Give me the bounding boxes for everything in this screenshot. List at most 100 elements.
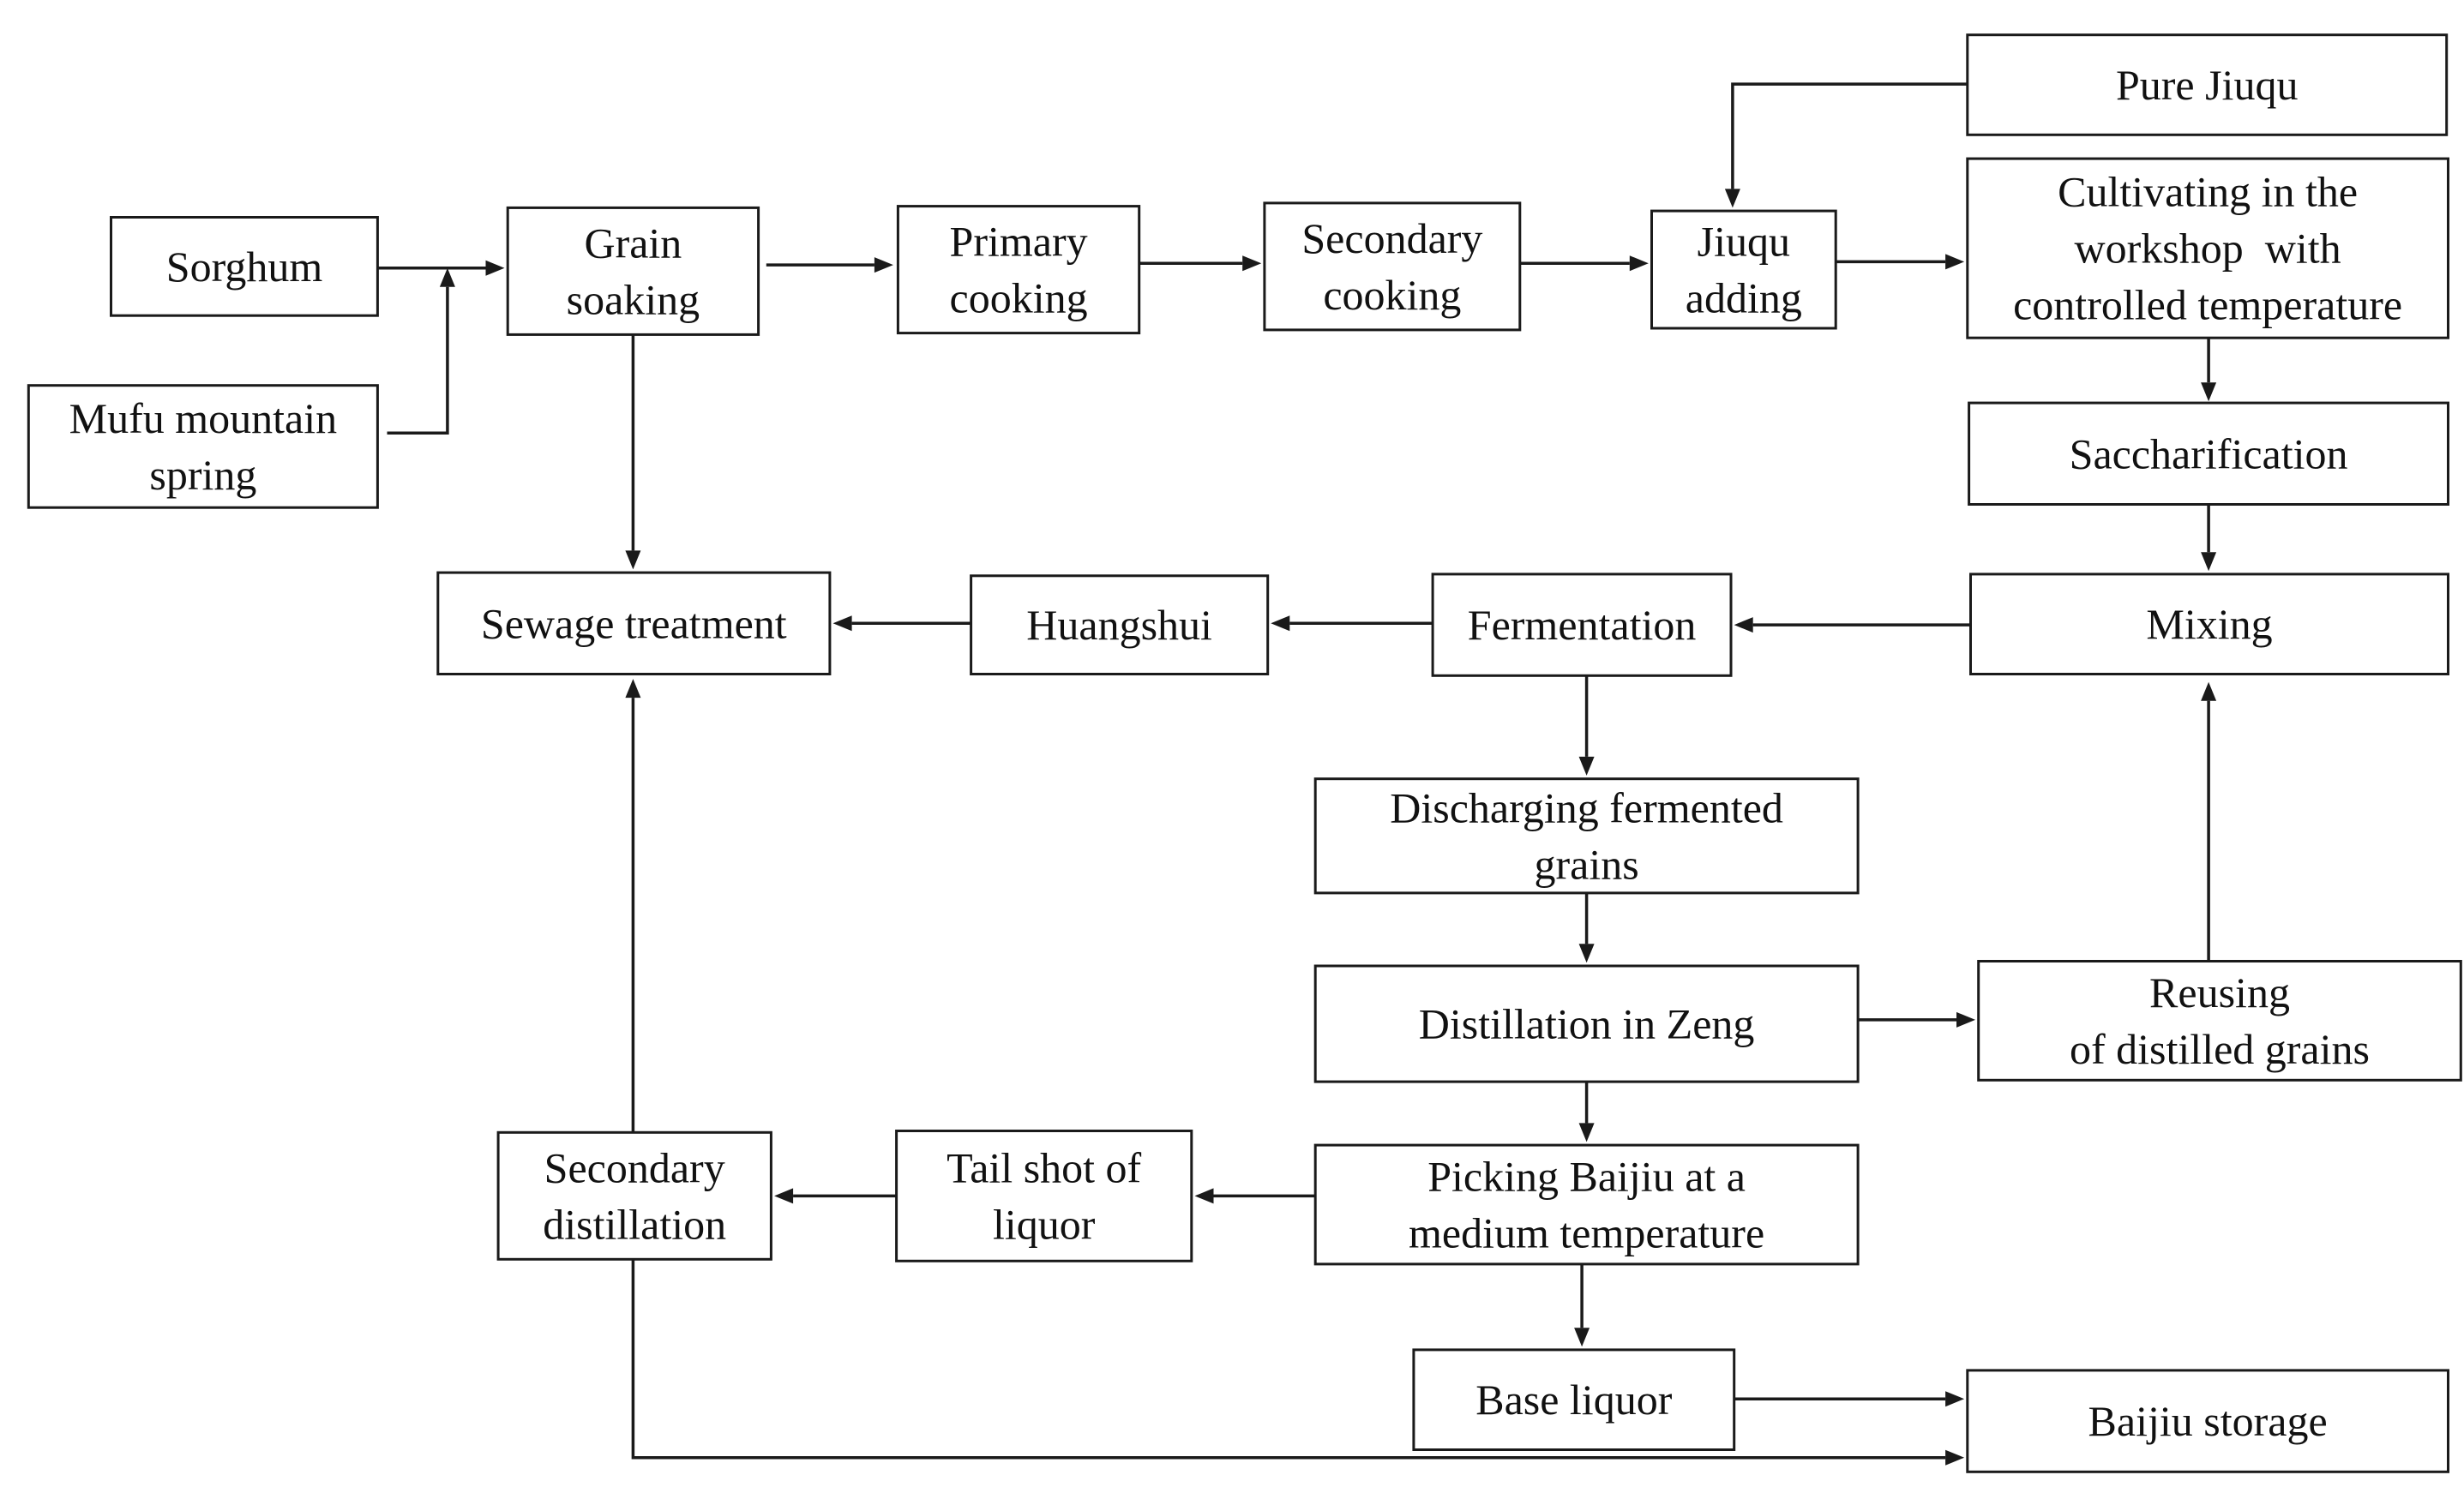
node-label: Mixing — [2146, 600, 2272, 648]
node-label: Pure Jiuqu — [2116, 61, 2299, 109]
arrowhead — [1242, 255, 1262, 272]
node-box — [1431, 573, 1733, 677]
node-label: Huangshui — [1026, 601, 1212, 649]
edge-secdist-to-sewage — [625, 679, 641, 1133]
edge-zeng-to-picking — [1578, 1082, 1595, 1142]
edge-secdist-to-storage — [631, 1259, 1965, 1466]
node-label: Reusing — [2149, 968, 2290, 1016]
edge-mufu-to-soak — [387, 267, 455, 435]
edge-cultivate-to-sacch — [2201, 338, 2217, 402]
arrowhead — [1945, 1391, 1965, 1407]
edge-sacch-to-mixing — [2201, 504, 2217, 572]
edge-primary-to-secondary-cook — [1139, 255, 1262, 272]
node-ferment: Fermentation — [1431, 573, 1733, 677]
node-box — [1968, 401, 2450, 507]
node-label: grains — [1534, 840, 1638, 888]
arrowhead — [1724, 189, 1740, 208]
node-label: Sorghum — [166, 243, 323, 291]
edge-line — [631, 1259, 1946, 1460]
node-box — [27, 384, 379, 509]
node-label: Fermentation — [1468, 601, 1697, 649]
edge-reuse-to-mixing — [2201, 681, 2217, 962]
node-label: Distillation in Zeng — [1419, 1000, 1755, 1048]
node-sacch: Saccharification — [1968, 401, 2450, 507]
edge-soak-to-sewage — [625, 334, 641, 570]
node-label: soaking — [567, 276, 700, 324]
node-label: Base liquor — [1475, 1376, 1672, 1424]
node-label: Secondary — [1301, 214, 1482, 262]
arrowhead — [832, 615, 852, 632]
node-box — [110, 216, 379, 317]
node-box — [1313, 777, 1860, 895]
arrowhead — [485, 260, 505, 276]
node-discharge: Discharging fermented grains — [1313, 777, 1860, 895]
edge-line — [387, 286, 449, 435]
edge-picking-to-tail — [1194, 1188, 1316, 1204]
edge-zeng-to-reuse — [1858, 1011, 1975, 1028]
node-box — [1263, 201, 1522, 332]
edge-sorghum-to-soak — [377, 260, 505, 276]
edge-ferment-to-huangshui — [1271, 615, 1433, 632]
node-pure: Pure Jiuqu — [1966, 33, 2449, 136]
arrowhead — [1629, 255, 1649, 272]
node-sorghum: Sorghum — [110, 216, 379, 317]
arrowhead — [2201, 382, 2217, 402]
node-label: distillation — [543, 1200, 726, 1248]
node-label: Saccharification — [2070, 429, 2348, 477]
node-box — [496, 1130, 772, 1261]
node-label: of distilled grains — [2070, 1025, 2370, 1073]
node-label: Grain — [584, 219, 682, 267]
edge-line — [1731, 82, 1968, 189]
node-label: cooking — [950, 274, 1088, 322]
node-box — [896, 205, 1141, 335]
arrowhead — [774, 1188, 794, 1204]
edge-soak-to-primary — [766, 257, 893, 273]
node-tail: Tail shot of liquor — [895, 1130, 1193, 1262]
node-zeng: Distillation in Zeng — [1313, 964, 1860, 1083]
arrowhead — [1578, 1123, 1595, 1142]
node-label: liquor — [993, 1200, 1096, 1248]
arrowhead — [1578, 756, 1595, 776]
node-box — [1412, 1348, 1736, 1452]
node-label: medium temperature — [1409, 1209, 1764, 1257]
node-storage: Baijiu storage — [1966, 1369, 2450, 1473]
arrowhead — [1956, 1011, 1975, 1028]
node-reuse: Reusing of distilled grains — [1977, 960, 2462, 1082]
edge-pure-to-jiuqu-add — [1724, 82, 1968, 208]
node-base: Base liquor — [1412, 1348, 1736, 1452]
node-sewage: Sewage treatment — [436, 571, 832, 675]
node-label: Tail shot of — [947, 1143, 1141, 1191]
arrowhead — [2201, 552, 2217, 572]
node-label: controlled temperature — [2013, 281, 2402, 329]
arrowhead — [1945, 254, 1965, 270]
arrowhead — [1945, 1449, 1965, 1466]
edge-secondary-cook-to-jiuqu-add — [1519, 255, 1649, 272]
node-box — [1650, 209, 1837, 330]
edge-tail-to-secdist — [774, 1188, 897, 1204]
node-box — [1969, 573, 2449, 676]
arrowhead — [439, 267, 455, 287]
node-label: adding — [1686, 274, 1802, 322]
node-box — [970, 574, 1270, 675]
node-box — [1966, 1369, 2450, 1473]
arrowhead — [874, 257, 893, 273]
node-label: Jiuqu — [1698, 218, 1790, 266]
arrowhead — [1574, 1328, 1590, 1347]
node-box — [1313, 964, 1860, 1083]
node-mixing: Mixing — [1969, 573, 2449, 676]
edges-layer — [377, 82, 2217, 1466]
node-label: Picking Baijiu at a — [1427, 1153, 1746, 1201]
node-picking: Picking Baijiu at a medium temperature — [1313, 1143, 1860, 1266]
node-box — [1313, 1143, 1860, 1266]
edge-picking-to-base — [1574, 1263, 1590, 1347]
node-label: spring — [149, 451, 256, 499]
edge-huangshui-to-sewage — [832, 615, 971, 632]
node-label: Cultivating in the — [2058, 168, 2358, 216]
arrowhead — [1578, 944, 1595, 963]
node-label: Discharging fermented — [1390, 783, 1783, 831]
arrowhead — [1271, 615, 1290, 632]
arrowhead — [1734, 617, 1753, 633]
